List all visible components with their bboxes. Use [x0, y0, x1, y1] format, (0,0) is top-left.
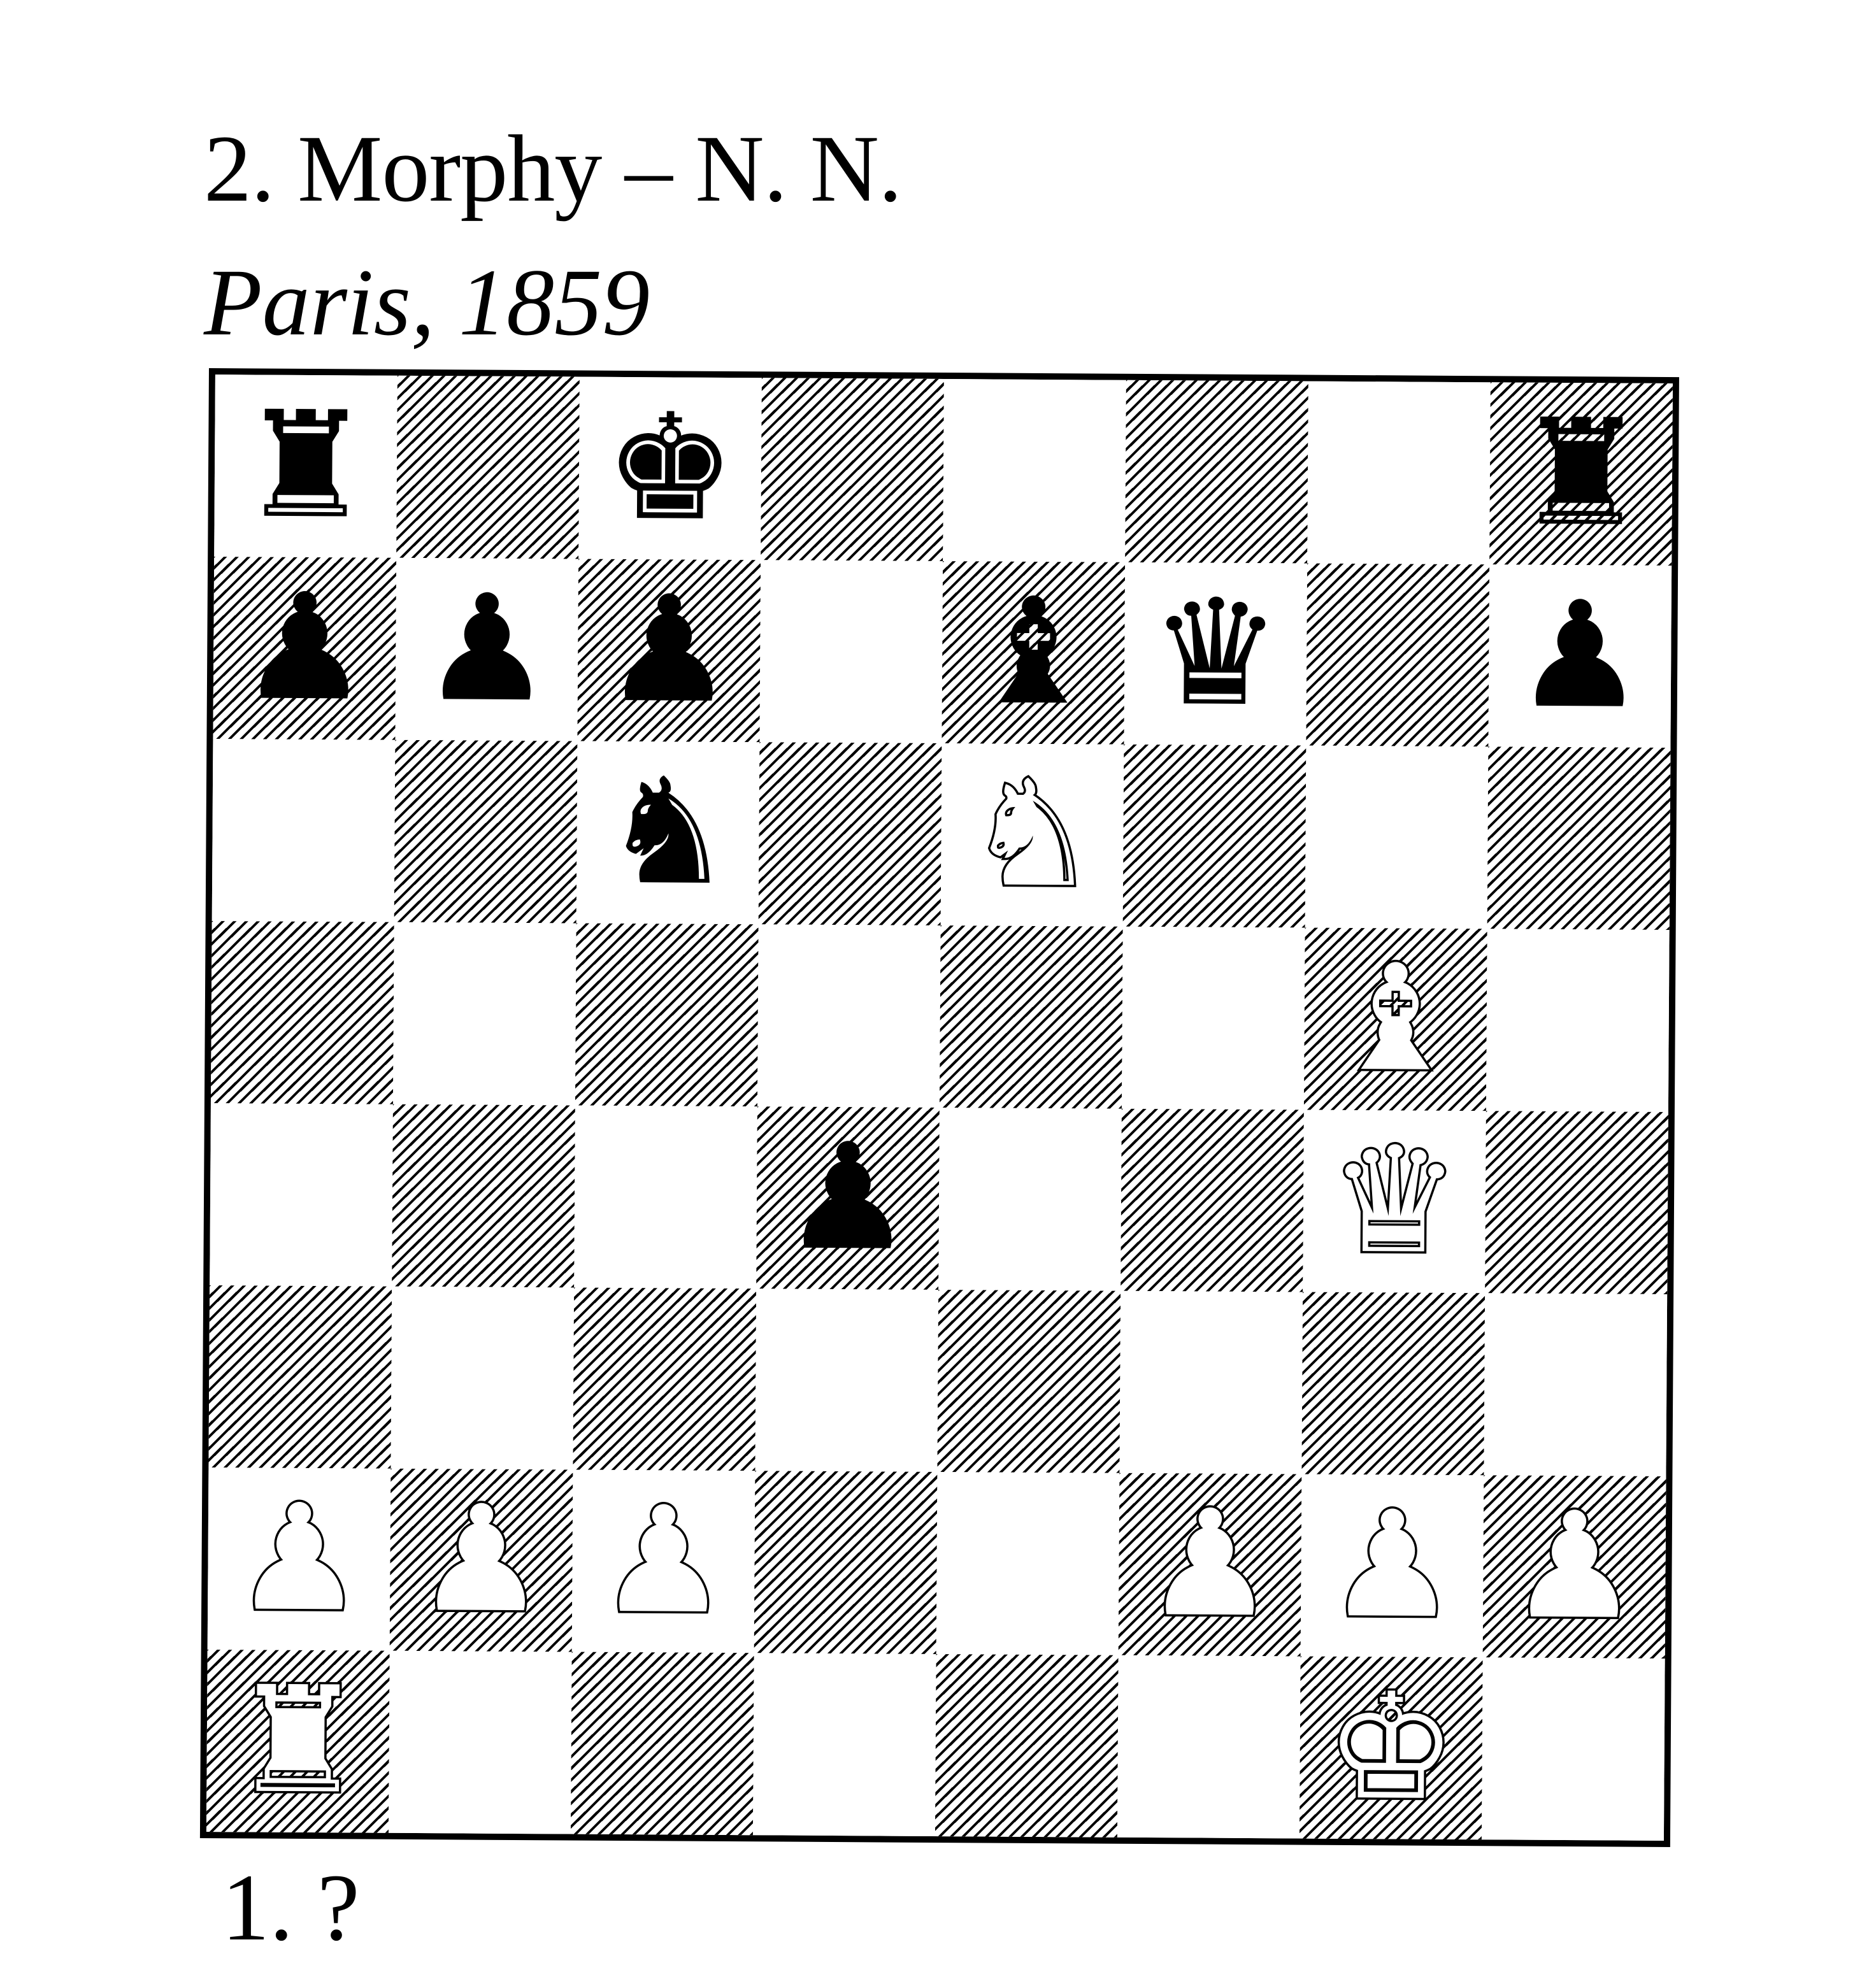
white-pawn-icon: ♟	[595, 1473, 732, 1648]
white-king-icon: ♚	[1322, 1660, 1459, 1835]
white-knight-icon: ♞	[964, 747, 1101, 922]
black-knight-icon: ♞	[601, 746, 734, 918]
square-a4	[210, 1103, 393, 1287]
diagram-title: 2. Morphy – N. N.	[204, 116, 902, 222]
square-a2: ♟	[207, 1467, 391, 1651]
square-e1	[934, 1654, 1119, 1838]
square-h1	[1481, 1657, 1665, 1841]
square-e8	[943, 379, 1126, 562]
white-pawn-icon: ♟	[1506, 1479, 1643, 1654]
square-d5	[757, 924, 941, 1108]
square-a8: ♜	[214, 375, 397, 558]
square-a5	[210, 921, 394, 1104]
square-h3	[1484, 1293, 1668, 1477]
square-d3	[755, 1288, 939, 1473]
square-a3	[208, 1285, 392, 1469]
square-f8	[1125, 380, 1308, 564]
square-a6	[211, 739, 396, 922]
square-g7	[1306, 563, 1490, 747]
white-bishop-icon: ♝	[1327, 931, 1464, 1106]
square-c7: ♟	[577, 559, 761, 743]
square-g6	[1305, 745, 1489, 929]
square-c2: ♟	[571, 1469, 755, 1653]
square-e5	[939, 925, 1123, 1109]
square-a1: ♜	[206, 1650, 390, 1833]
black-queen-icon: ♛	[1149, 568, 1282, 739]
square-h8: ♜	[1489, 382, 1673, 566]
square-h5	[1486, 929, 1670, 1113]
square-h7: ♟	[1488, 564, 1672, 748]
square-b1	[388, 1650, 572, 1834]
square-b5	[392, 922, 576, 1106]
square-c1	[570, 1652, 754, 1836]
square-f4	[1121, 1108, 1304, 1292]
square-b4	[392, 1104, 575, 1288]
square-c8: ♚	[578, 376, 762, 560]
black-rook-icon: ♜	[240, 380, 372, 552]
white-pawn-icon: ♟	[1324, 1478, 1461, 1653]
move-prompt: 1. ?	[222, 1855, 360, 1960]
square-f6	[1122, 744, 1307, 928]
square-e2	[936, 1472, 1120, 1655]
black-pawn-icon: ♟	[238, 562, 371, 734]
square-e6: ♞	[940, 743, 1124, 927]
white-pawn-icon: ♟	[1142, 1477, 1278, 1652]
square-d1	[752, 1653, 936, 1837]
black-king-icon: ♚	[604, 382, 736, 554]
square-h2: ♟	[1482, 1475, 1666, 1659]
square-c4	[574, 1105, 757, 1289]
square-d8	[761, 378, 944, 562]
white-pawn-icon: ♟	[413, 1473, 550, 1648]
square-g3	[1301, 1292, 1486, 1476]
black-pawn-icon: ♟	[603, 564, 736, 736]
white-rook-icon: ♜	[229, 1653, 366, 1829]
square-e4	[938, 1108, 1122, 1291]
black-pawn-icon: ♟	[782, 1112, 914, 1283]
square-g8	[1307, 381, 1491, 565]
square-c3	[573, 1287, 757, 1471]
square-e3	[937, 1290, 1121, 1473]
square-h4	[1485, 1111, 1668, 1295]
square-f3	[1119, 1290, 1303, 1474]
square-d7	[759, 560, 943, 744]
square-b6	[394, 739, 578, 924]
square-a7: ♟	[213, 557, 397, 740]
white-pawn-icon: ♟	[231, 1471, 368, 1646]
square-b7: ♟	[395, 557, 579, 741]
square-e7: ♝	[942, 561, 1126, 745]
square-g5: ♝	[1303, 927, 1487, 1111]
square-f1	[1117, 1655, 1301, 1839]
square-g1: ♚	[1299, 1656, 1483, 1840]
square-b3	[390, 1286, 575, 1470]
square-g4: ♛	[1303, 1110, 1486, 1294]
black-rook-icon: ♜	[1515, 388, 1647, 559]
black-pawn-icon: ♟	[420, 564, 554, 735]
chess-board: ♜♚♜♟♟♟♝♛♟♞♞♝♟♛♟♟♟♟♟♟♜♚	[199, 368, 1679, 1848]
square-c6: ♞	[576, 741, 760, 925]
white-queen-icon: ♛	[1326, 1113, 1463, 1288]
square-g2: ♟	[1300, 1474, 1484, 1658]
square-d6	[758, 742, 942, 926]
square-d4: ♟	[756, 1106, 940, 1290]
square-c5	[575, 923, 759, 1107]
square-h6	[1487, 746, 1671, 931]
black-bishop-icon: ♝	[967, 567, 1100, 738]
diagram-subtitle: Paris, 1859	[204, 250, 650, 355]
square-b8	[396, 375, 580, 559]
square-b2: ♟	[389, 1468, 573, 1652]
square-f5	[1121, 926, 1305, 1110]
square-f7: ♛	[1124, 562, 1308, 746]
black-pawn-icon: ♟	[1514, 570, 1647, 741]
square-f2: ♟	[1118, 1473, 1302, 1657]
square-d2	[754, 1471, 938, 1655]
